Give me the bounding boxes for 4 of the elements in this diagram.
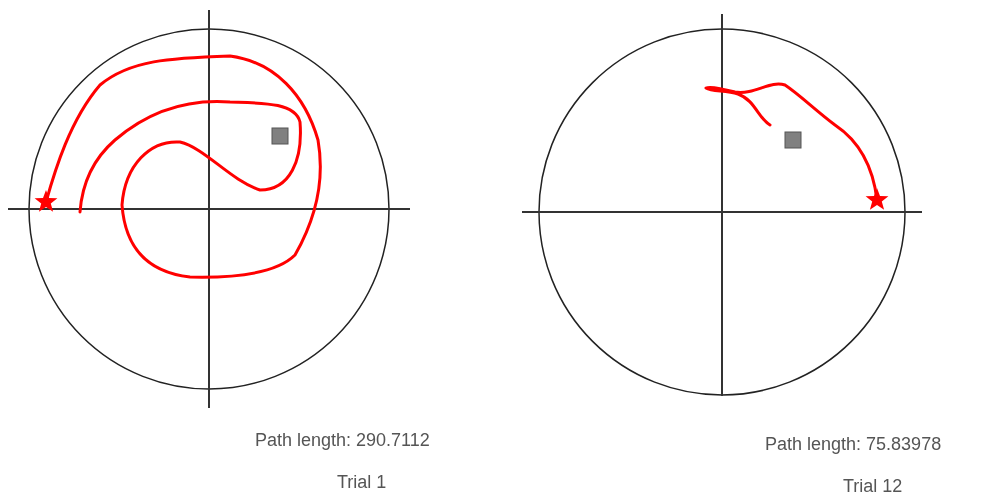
trial-label: Trial 12 [843, 475, 903, 497]
trial-label: Trial 1 [337, 471, 387, 494]
path-length-text: Path length: 290.7112 [255, 429, 430, 452]
path-length-text: Path length: 75.83978 [765, 433, 942, 456]
